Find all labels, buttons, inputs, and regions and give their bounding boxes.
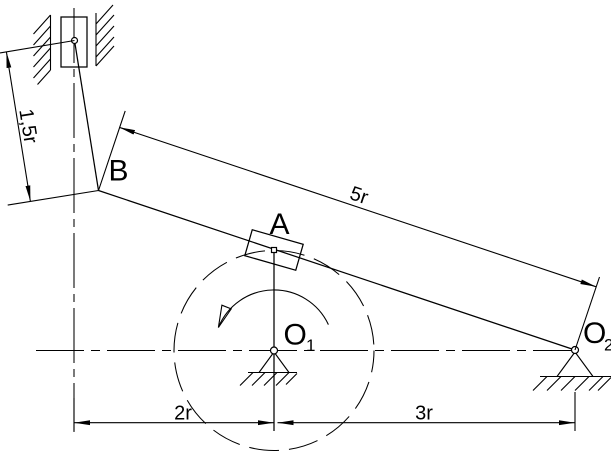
label-point-o1: O <box>284 319 307 352</box>
ground-support-o1 <box>239 346 298 386</box>
pin-joint-a <box>270 246 278 254</box>
label-point-o1-subscript: 1 <box>306 336 315 355</box>
dimension-bottom-spans: 2r 3r <box>73 392 576 431</box>
ground-hatch-o2 <box>532 376 611 391</box>
rotation-direction-arrow <box>217 289 329 328</box>
dimension-coupler: 5r <box>97 110 601 351</box>
extension-lines <box>73 392 576 431</box>
label-point-a: A <box>270 208 290 241</box>
label-point-o2-subscript: 2 <box>604 336 611 355</box>
label-point-b: B <box>109 155 129 188</box>
ground-hatch-o1 <box>239 372 298 386</box>
point-labels: B A O 1 O 2 <box>109 155 611 356</box>
coupler-link-b-o2 <box>98 189 576 351</box>
pivot-o1 <box>269 346 279 355</box>
crank-path-circle <box>173 249 375 452</box>
dimension-line <box>5 51 31 202</box>
link-top-to-b <box>73 40 100 191</box>
right-guide-hatch <box>95 4 115 67</box>
dimension-line <box>119 126 597 288</box>
rotation-arrowhead-icon <box>217 304 233 328</box>
extension-lines <box>0 39 99 206</box>
label-point-o2: O <box>583 317 606 350</box>
extension-lines <box>97 110 601 351</box>
dimension-label-15r: 1,5r <box>14 107 41 145</box>
centerlines <box>36 8 575 432</box>
left-guide-hatch <box>33 14 52 85</box>
slider-block <box>60 16 88 68</box>
ground-support-o2 <box>532 345 611 391</box>
fixed-slider-support <box>33 4 115 85</box>
dimension-label-2r: 2r <box>174 403 192 425</box>
dimension-top-link: 1,5r <box>0 39 99 206</box>
dimension-label-3r: 3r <box>415 403 433 425</box>
